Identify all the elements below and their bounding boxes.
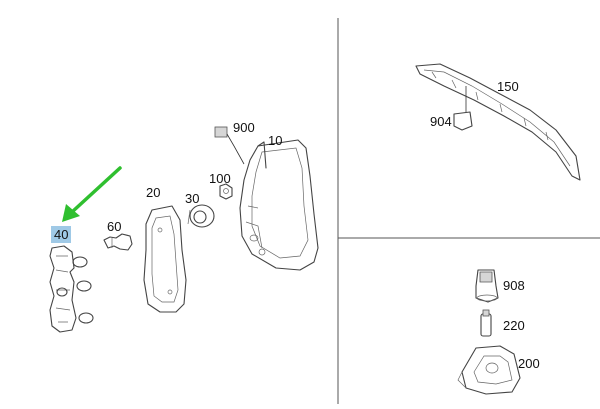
pointer-arrow [62,166,122,222]
brake-light-150 [415,63,581,181]
gasket-20 [143,205,187,313]
bulb-carrier-40 [49,245,94,333]
plate-lamp-200 [457,345,521,395]
bulb-60 [103,233,133,251]
callout-200: 200 [518,356,540,371]
callout-20: 20 [146,185,161,200]
callout-904: 904 [430,114,452,129]
nut-100 [219,183,233,200]
tail-lamp-10 [239,139,319,271]
callout-40: 40 [51,226,72,243]
socket-908 [475,269,499,303]
callout-900: 900 [233,120,255,135]
bulb-220 [480,309,492,337]
callout-60: 60 [107,219,122,234]
callout-150: 150 [497,79,519,94]
connector-900 [214,126,245,165]
connector-904 [453,111,473,131]
callout-100: 100 [209,171,231,186]
callout-908: 908 [503,278,525,293]
callout-30: 30 [185,191,200,206]
callout-220: 220 [503,318,525,333]
grommet-30 [187,204,215,228]
callout-10: 10 [268,133,283,148]
